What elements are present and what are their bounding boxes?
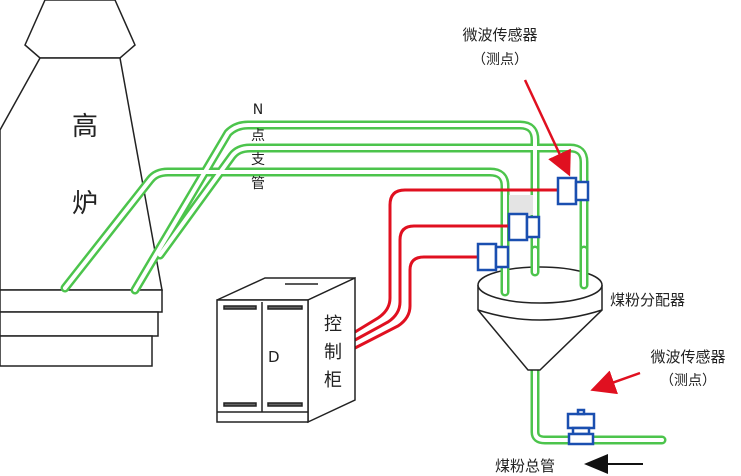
branch-pipes xyxy=(60,120,667,445)
sensor-bottom-arrow xyxy=(590,370,641,395)
branch-label-3: 支 xyxy=(251,152,265,168)
branch-label-n: N xyxy=(253,102,263,118)
control-cabinet xyxy=(216,276,356,424)
main-pipe-label: 煤粉总管 xyxy=(495,457,555,475)
cabinet-label-1: 控 xyxy=(324,314,342,335)
sensor-bottom-sublabel: （测点） xyxy=(660,373,716,389)
microwave-sensor-2 xyxy=(507,212,541,242)
main-pipe xyxy=(530,365,667,445)
sensor-top-sublabel: （测点） xyxy=(472,52,528,68)
cabinet-door-label: D xyxy=(268,348,280,366)
blast-furnace xyxy=(0,0,163,367)
sensor-top-arrow xyxy=(523,79,571,177)
cabinet-label-3: 柜 xyxy=(324,370,342,391)
furnace-label-1: 高 xyxy=(72,112,98,142)
branch-label-4: 管 xyxy=(251,176,265,192)
signal-wires xyxy=(354,188,558,350)
sensor-top-label: 微波传感器 xyxy=(462,26,537,44)
cabinet-label-2: 制 xyxy=(324,342,342,363)
sensor-bottom-label: 微波传感器 xyxy=(650,348,725,366)
microwave-sensor-main xyxy=(566,408,596,446)
microwave-sensor-1 xyxy=(556,176,590,206)
shading xyxy=(509,195,533,215)
microwave-sensor-3 xyxy=(476,242,510,272)
furnace-label-2: 炉 xyxy=(72,189,98,219)
distributor-label: 煤粉分配器 xyxy=(610,291,685,309)
branch-label-2: 点 xyxy=(251,128,265,144)
